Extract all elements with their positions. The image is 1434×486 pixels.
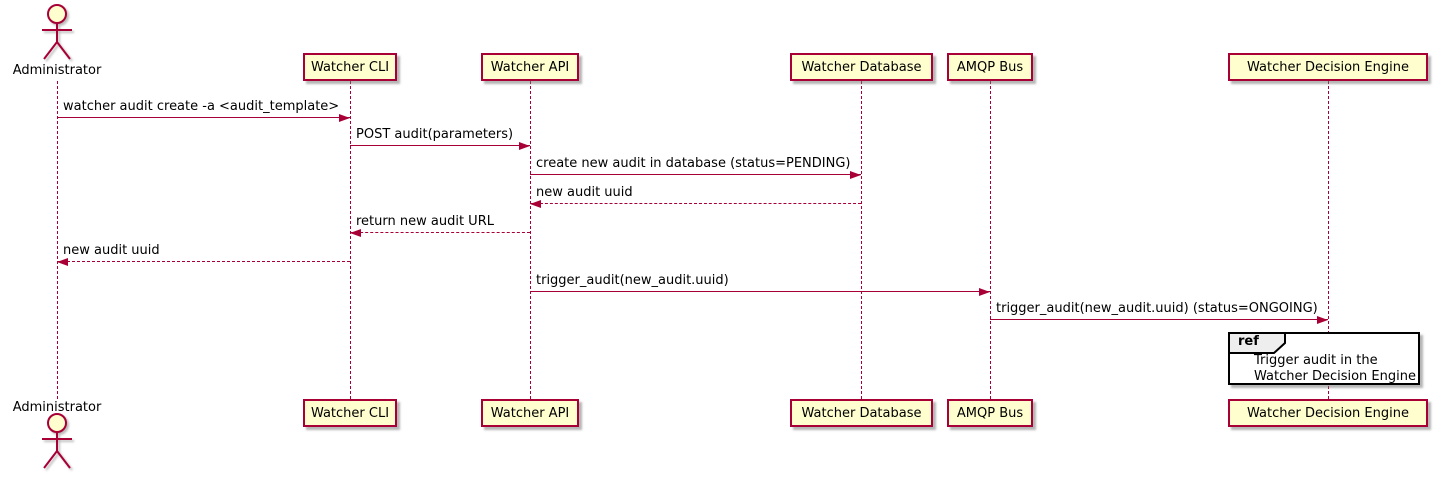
actor-icon bbox=[42, 4, 72, 60]
message-line bbox=[530, 291, 990, 292]
message-line bbox=[57, 117, 350, 118]
lifeline-watcher-database bbox=[861, 81, 862, 399]
arrowhead-right-icon bbox=[519, 142, 530, 150]
message-line bbox=[350, 145, 530, 146]
participant-watcher-database-bottom: Watcher Database bbox=[790, 399, 933, 427]
message-line bbox=[530, 203, 861, 204]
message-trigger-audit-engine: trigger_audit(new_audit.uuid) (status=ON… bbox=[990, 300, 1328, 324]
ref-pentagon-icon bbox=[1228, 332, 1286, 354]
message-label: create new audit in database (status=PEN… bbox=[536, 156, 851, 171]
arrowhead-right-icon bbox=[1317, 316, 1328, 324]
participant-watcher-decision-engine-bottom: Watcher Decision Engine bbox=[1228, 399, 1428, 427]
message-label: trigger_audit(new_audit.uuid) bbox=[536, 273, 729, 288]
message-audit-create: watcher audit create -a <audit_template> bbox=[57, 98, 350, 122]
message-trigger-audit-bus: trigger_audit(new_audit.uuid) bbox=[530, 272, 990, 296]
ref-keyword: ref bbox=[1238, 334, 1259, 349]
message-line bbox=[57, 261, 350, 262]
participant-watcher-api-bottom: Watcher API bbox=[481, 399, 579, 427]
message-label: POST audit(parameters) bbox=[356, 127, 514, 142]
participant-amqp-bus-bottom: AMQP Bus bbox=[947, 399, 1033, 427]
message-return-audit-url: return new audit URL bbox=[350, 213, 530, 237]
participant-watcher-decision-engine-top: Watcher Decision Engine bbox=[1228, 53, 1428, 81]
message-post-audit: POST audit(parameters) bbox=[350, 126, 530, 150]
arrowhead-left-icon bbox=[57, 258, 68, 266]
actor-label-top: Administrator bbox=[0, 63, 114, 78]
actor-label-bottom: Administrator bbox=[0, 400, 114, 415]
message-line bbox=[990, 319, 1328, 320]
lifeline-watcher-cli bbox=[350, 81, 351, 399]
arrowhead-right-icon bbox=[979, 288, 990, 296]
participant-watcher-cli-top: Watcher CLI bbox=[303, 53, 397, 81]
message-create-audit-db: create new audit in database (status=PEN… bbox=[530, 155, 861, 179]
lifeline-watcher-decision-engine bbox=[1328, 81, 1329, 399]
message-line bbox=[350, 232, 530, 233]
message-return-uuid-admin: new audit uuid bbox=[57, 242, 350, 266]
message-return-uuid-db: new audit uuid bbox=[530, 184, 861, 208]
ref-text-line: Watcher Decision Engine bbox=[1254, 369, 1416, 384]
message-label: return new audit URL bbox=[356, 214, 494, 229]
ref-text: Trigger audit in the Watcher Decision En… bbox=[1254, 353, 1416, 385]
actor-icon bbox=[42, 413, 72, 469]
lifeline-administrator bbox=[57, 81, 58, 399]
message-label: watcher audit create -a <audit_template> bbox=[63, 99, 340, 114]
participant-amqp-bus-top: AMQP Bus bbox=[947, 53, 1033, 81]
lifeline-amqp-bus bbox=[990, 81, 991, 399]
participant-watcher-database-top: Watcher Database bbox=[790, 53, 933, 81]
participant-watcher-cli-bottom: Watcher CLI bbox=[303, 399, 397, 427]
message-line bbox=[530, 174, 861, 175]
arrowhead-left-icon bbox=[530, 200, 541, 208]
ref-fragment: ref Trigger audit in the Watcher Decisio… bbox=[1228, 332, 1420, 385]
message-label: new audit uuid bbox=[536, 185, 633, 200]
participant-watcher-api-top: Watcher API bbox=[481, 53, 579, 81]
message-label: new audit uuid bbox=[63, 243, 160, 258]
ref-text-line: Trigger audit in the bbox=[1254, 353, 1378, 368]
lifeline-watcher-api bbox=[530, 81, 531, 399]
message-label: trigger_audit(new_audit.uuid) (status=ON… bbox=[996, 301, 1318, 316]
arrowhead-right-icon bbox=[850, 171, 861, 179]
arrowhead-right-icon bbox=[339, 114, 350, 122]
ref-keyword-tag: ref bbox=[1228, 332, 1294, 354]
arrowhead-left-icon bbox=[350, 229, 361, 237]
